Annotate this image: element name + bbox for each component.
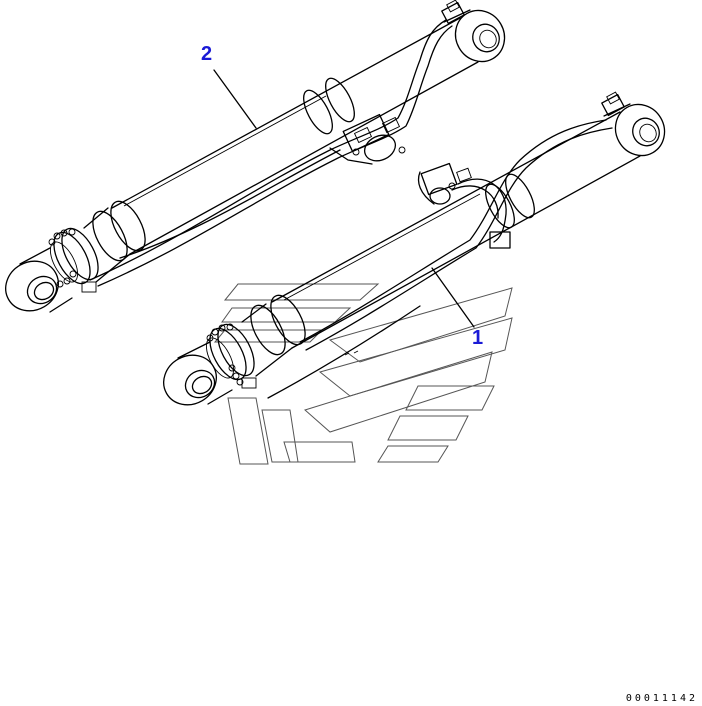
leader-line-2 (213, 69, 257, 129)
part-number-1-label: 1 (472, 327, 484, 349)
leader-line-1 (431, 267, 475, 328)
drawing-id-label: 00011142 (625, 693, 698, 704)
stray-mark (344, 352, 350, 356)
part-number-2-label: 2 (201, 43, 213, 65)
cylinder-2-bolts (48, 228, 77, 288)
watermark-logo (213, 283, 513, 465)
cylinder-1 (163, 91, 666, 406)
cylinder-2 (5, 0, 506, 313)
stray-mark (353, 350, 359, 354)
cylinder-1-bolts (206, 323, 244, 386)
